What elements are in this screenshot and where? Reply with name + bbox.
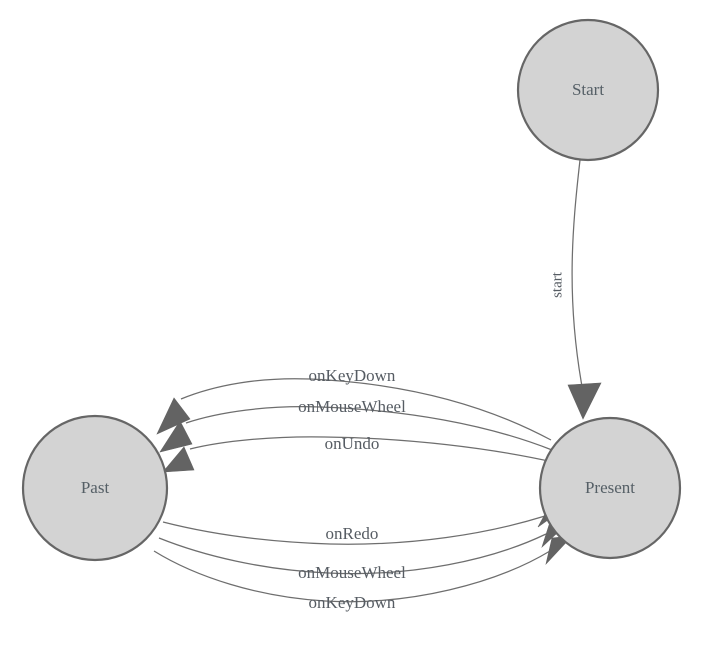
edge-past-to-present-onredo-path [162,515,546,545]
node-start-circle [516,18,660,162]
edge-start-to-present-path [571,159,584,393]
edge-past-to-present-onkeydown-path [153,550,551,603]
edge-present-to-past-onkeydown-path [180,378,552,441]
edge-start-to-present-arrowhead [567,382,602,420]
edge-label-present-to-past-onundo: onUndo [325,434,380,453]
edge-present-to-past-onmousewheel[interactable] [159,406,553,453]
node-start-label: Start [572,80,604,99]
edge-present-to-past-onundo-path [189,436,554,463]
edge-present-to-past-onmousewheel-path [185,406,553,451]
edge-label-present-to-past-onkeydown: onKeyDown [309,366,396,385]
edge-label-past-to-present-onkeydown: onKeyDown [309,593,396,612]
edge-start-to-present[interactable] [567,159,602,420]
edge-present-to-past-onmousewheel-arrowhead [159,420,193,453]
edge-label-start: start [549,271,565,298]
edge-present-to-past-onkeydown-arrowhead [156,397,191,435]
edge-present-to-past-onundo-arrowhead [162,446,195,473]
node-present-label: Present [585,478,635,497]
edge-label-present-to-past-onmousewheel: onMouseWheel [298,397,406,416]
node-past[interactable]: Past [21,414,169,562]
edge-present-to-past-onkeydown[interactable] [156,378,552,441]
node-start[interactable]: Start [516,18,660,162]
node-present-circle [538,416,682,560]
node-past-label: Past [81,478,110,497]
node-past-circle [21,414,169,562]
edge-label-past-to-present-onmousewheel: onMouseWheel [298,563,406,582]
node-present[interactable]: Present [538,416,682,560]
edge-past-to-present-onmousewheel-path [158,533,547,575]
edge-label-past-to-present-onredo: onRedo [326,524,379,543]
edge-present-to-past-onundo[interactable] [162,436,554,473]
